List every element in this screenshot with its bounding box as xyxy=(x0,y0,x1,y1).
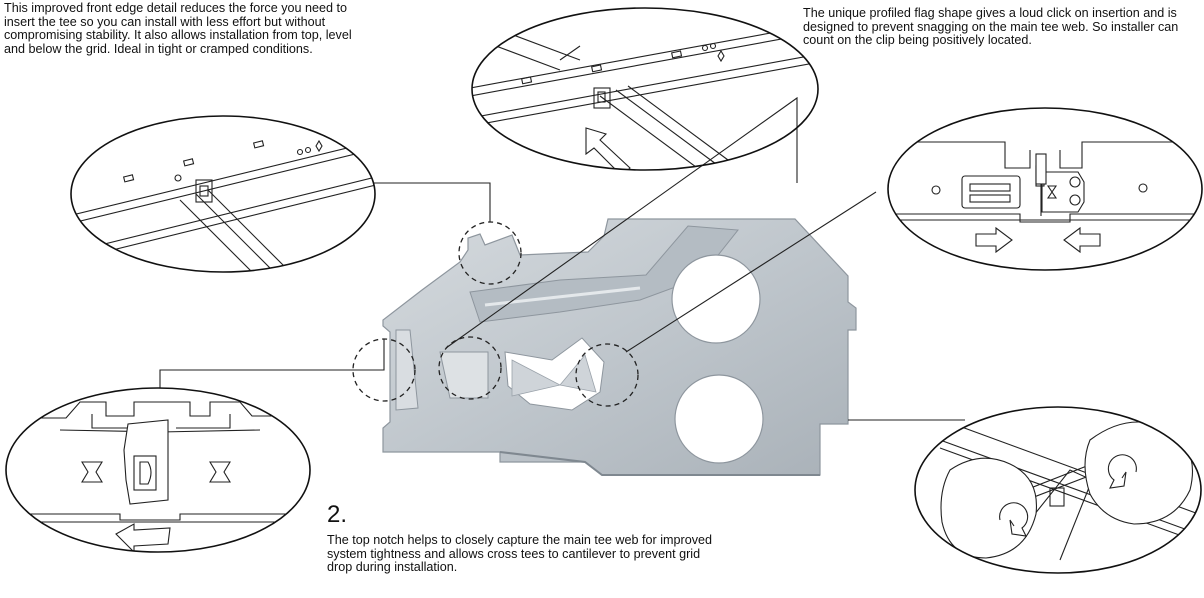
clip-hole-lower xyxy=(674,374,764,464)
callout-front-edge-detail xyxy=(5,387,311,553)
callout-front-edge xyxy=(70,115,376,273)
callout-insertion-frame xyxy=(471,7,819,171)
caption-flag-shape: The unique profiled flag shape gives a l… xyxy=(803,6,1179,48)
step-number: 2. xyxy=(327,501,348,528)
caption-front-edge: This improved front edge detail reduces … xyxy=(4,1,352,56)
caption-top-notch: The top notch helps to closely capture t… xyxy=(327,533,713,575)
callout-insertion xyxy=(471,7,819,171)
detail-marker-flag xyxy=(438,336,502,400)
callout-flag-click-frame xyxy=(887,107,1203,271)
callout-installation-hands xyxy=(914,406,1202,574)
callout-front-edge-detail-frame xyxy=(5,387,311,553)
callout-flag-click xyxy=(887,107,1203,271)
main-clip xyxy=(382,218,857,476)
callout-installation-hands-frame xyxy=(914,406,1202,574)
clip-hole-upper xyxy=(671,254,761,344)
detail-marker-center xyxy=(575,343,639,407)
callout-front-edge-frame xyxy=(70,115,376,273)
